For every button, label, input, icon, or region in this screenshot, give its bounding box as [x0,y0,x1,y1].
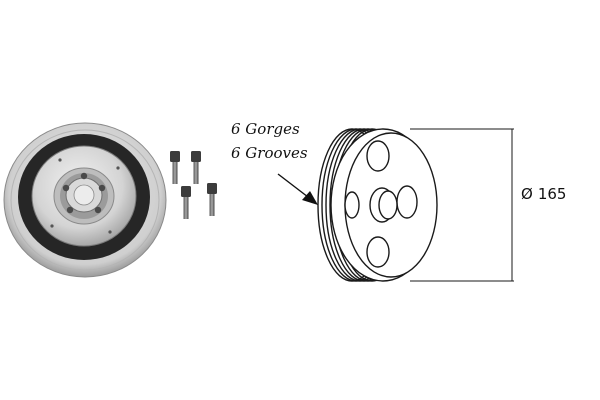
pulley-line-drawing-icon [317,128,514,282]
pointer-arrow-icon [277,173,318,205]
grooves-label-fr: 6 Gorges [231,120,300,138]
mounting-bolt-icon [170,151,217,219]
damper-pulley-photo [3,122,167,278]
diameter-value: 165 [537,185,567,203]
diameter-symbol: Ø [521,185,533,203]
grooves-label-en: 6 Grooves [231,144,308,162]
